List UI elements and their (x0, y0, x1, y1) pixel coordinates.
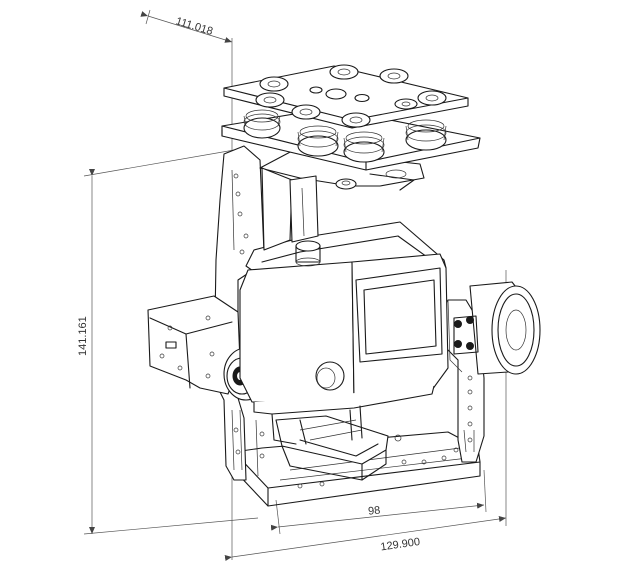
damper-ball-4 (405, 119, 447, 151)
tilt-bracket (147, 295, 241, 395)
dimension-top-width-label: 111.018 (174, 15, 214, 38)
damper-ball-1 (243, 109, 281, 139)
dimension-height: 141.161 (77, 148, 259, 535)
right-side-frame (439, 299, 485, 463)
camera-tray (275, 415, 389, 481)
damper-ball-3 (343, 131, 385, 163)
yaw-bracket (259, 149, 425, 251)
damper-ball-2 (297, 125, 339, 157)
dimension-overall-width-label: 129.900 (380, 536, 421, 553)
roll-motor (453, 281, 541, 375)
dimension-inner-width-label: 98 (368, 504, 381, 517)
upper-mounting-plate (223, 64, 469, 129)
dimension-height-label: 141.161 (77, 316, 89, 356)
camera-body (239, 221, 449, 445)
dimension-overall-width: 129.900 (224, 270, 507, 561)
